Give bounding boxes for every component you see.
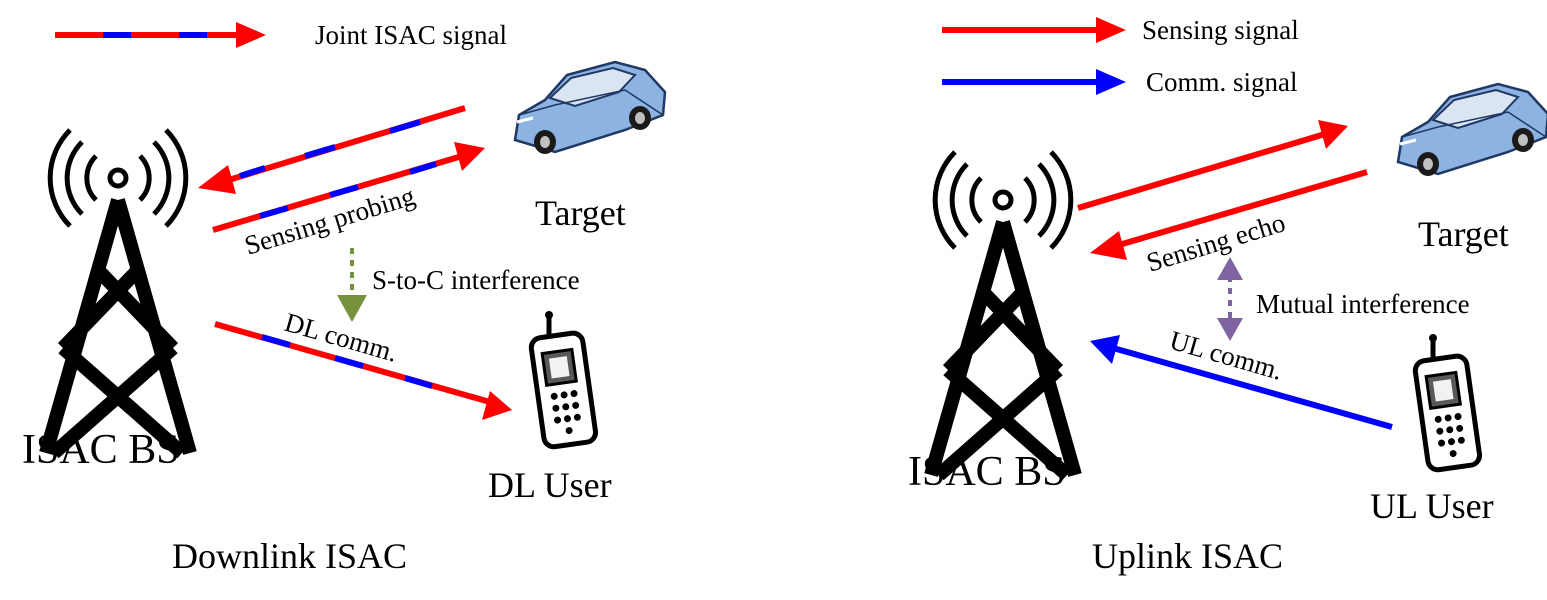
legend-sensing-label: Sensing signal <box>1142 15 1299 45</box>
dl-bs-label: ISAC BS <box>22 427 180 473</box>
ul-user-label: UL User <box>1370 486 1494 526</box>
ul-sensing-echo-arrow <box>1090 169 1368 260</box>
mobile-phone-icon <box>1414 334 1481 471</box>
car-icon <box>513 60 667 156</box>
antenna-tower-icon <box>931 152 1075 475</box>
legend-comm-arrow <box>942 69 1126 95</box>
legend-comm-label: Comm. signal <box>1146 67 1298 97</box>
downlink-panel: Joint ISAC signal ISAC BS Sensing probin… <box>22 20 667 576</box>
ul-bs-label: ISAC BS <box>908 449 1066 495</box>
s-to-c-interference-label: S-to-C interference <box>372 265 580 295</box>
s-to-c-interference-arrow <box>337 248 367 322</box>
mobile-phone-icon <box>530 311 597 448</box>
downlink-caption: Downlink ISAC <box>172 536 407 576</box>
dl-comm-arrow <box>214 321 512 420</box>
mutual-interference-arrow <box>1217 257 1243 341</box>
legend-joint-label: Joint ISAC signal <box>315 20 507 50</box>
dl-user-label: DL User <box>488 465 612 505</box>
ul-comm-arrow <box>1090 335 1393 430</box>
uplink-caption: Uplink ISAC <box>1092 536 1283 576</box>
ul-sensing-probe-arrow <box>1077 120 1348 211</box>
legend-sensing-arrow <box>942 17 1126 43</box>
ul-target-label: Target <box>1418 214 1509 254</box>
uplink-panel: Sensing signal Comm. signal ISAC BS Sens… <box>908 15 1547 576</box>
mutual-interference-label: Mutual interference <box>1256 289 1470 319</box>
antenna-tower-icon <box>46 130 190 453</box>
dl-echo-arrow <box>198 105 466 194</box>
car-icon <box>1396 82 1547 178</box>
dl-probing-arrow <box>212 142 485 233</box>
dl-target-label: Target <box>535 193 626 233</box>
legend-joint-arrow <box>55 22 266 48</box>
